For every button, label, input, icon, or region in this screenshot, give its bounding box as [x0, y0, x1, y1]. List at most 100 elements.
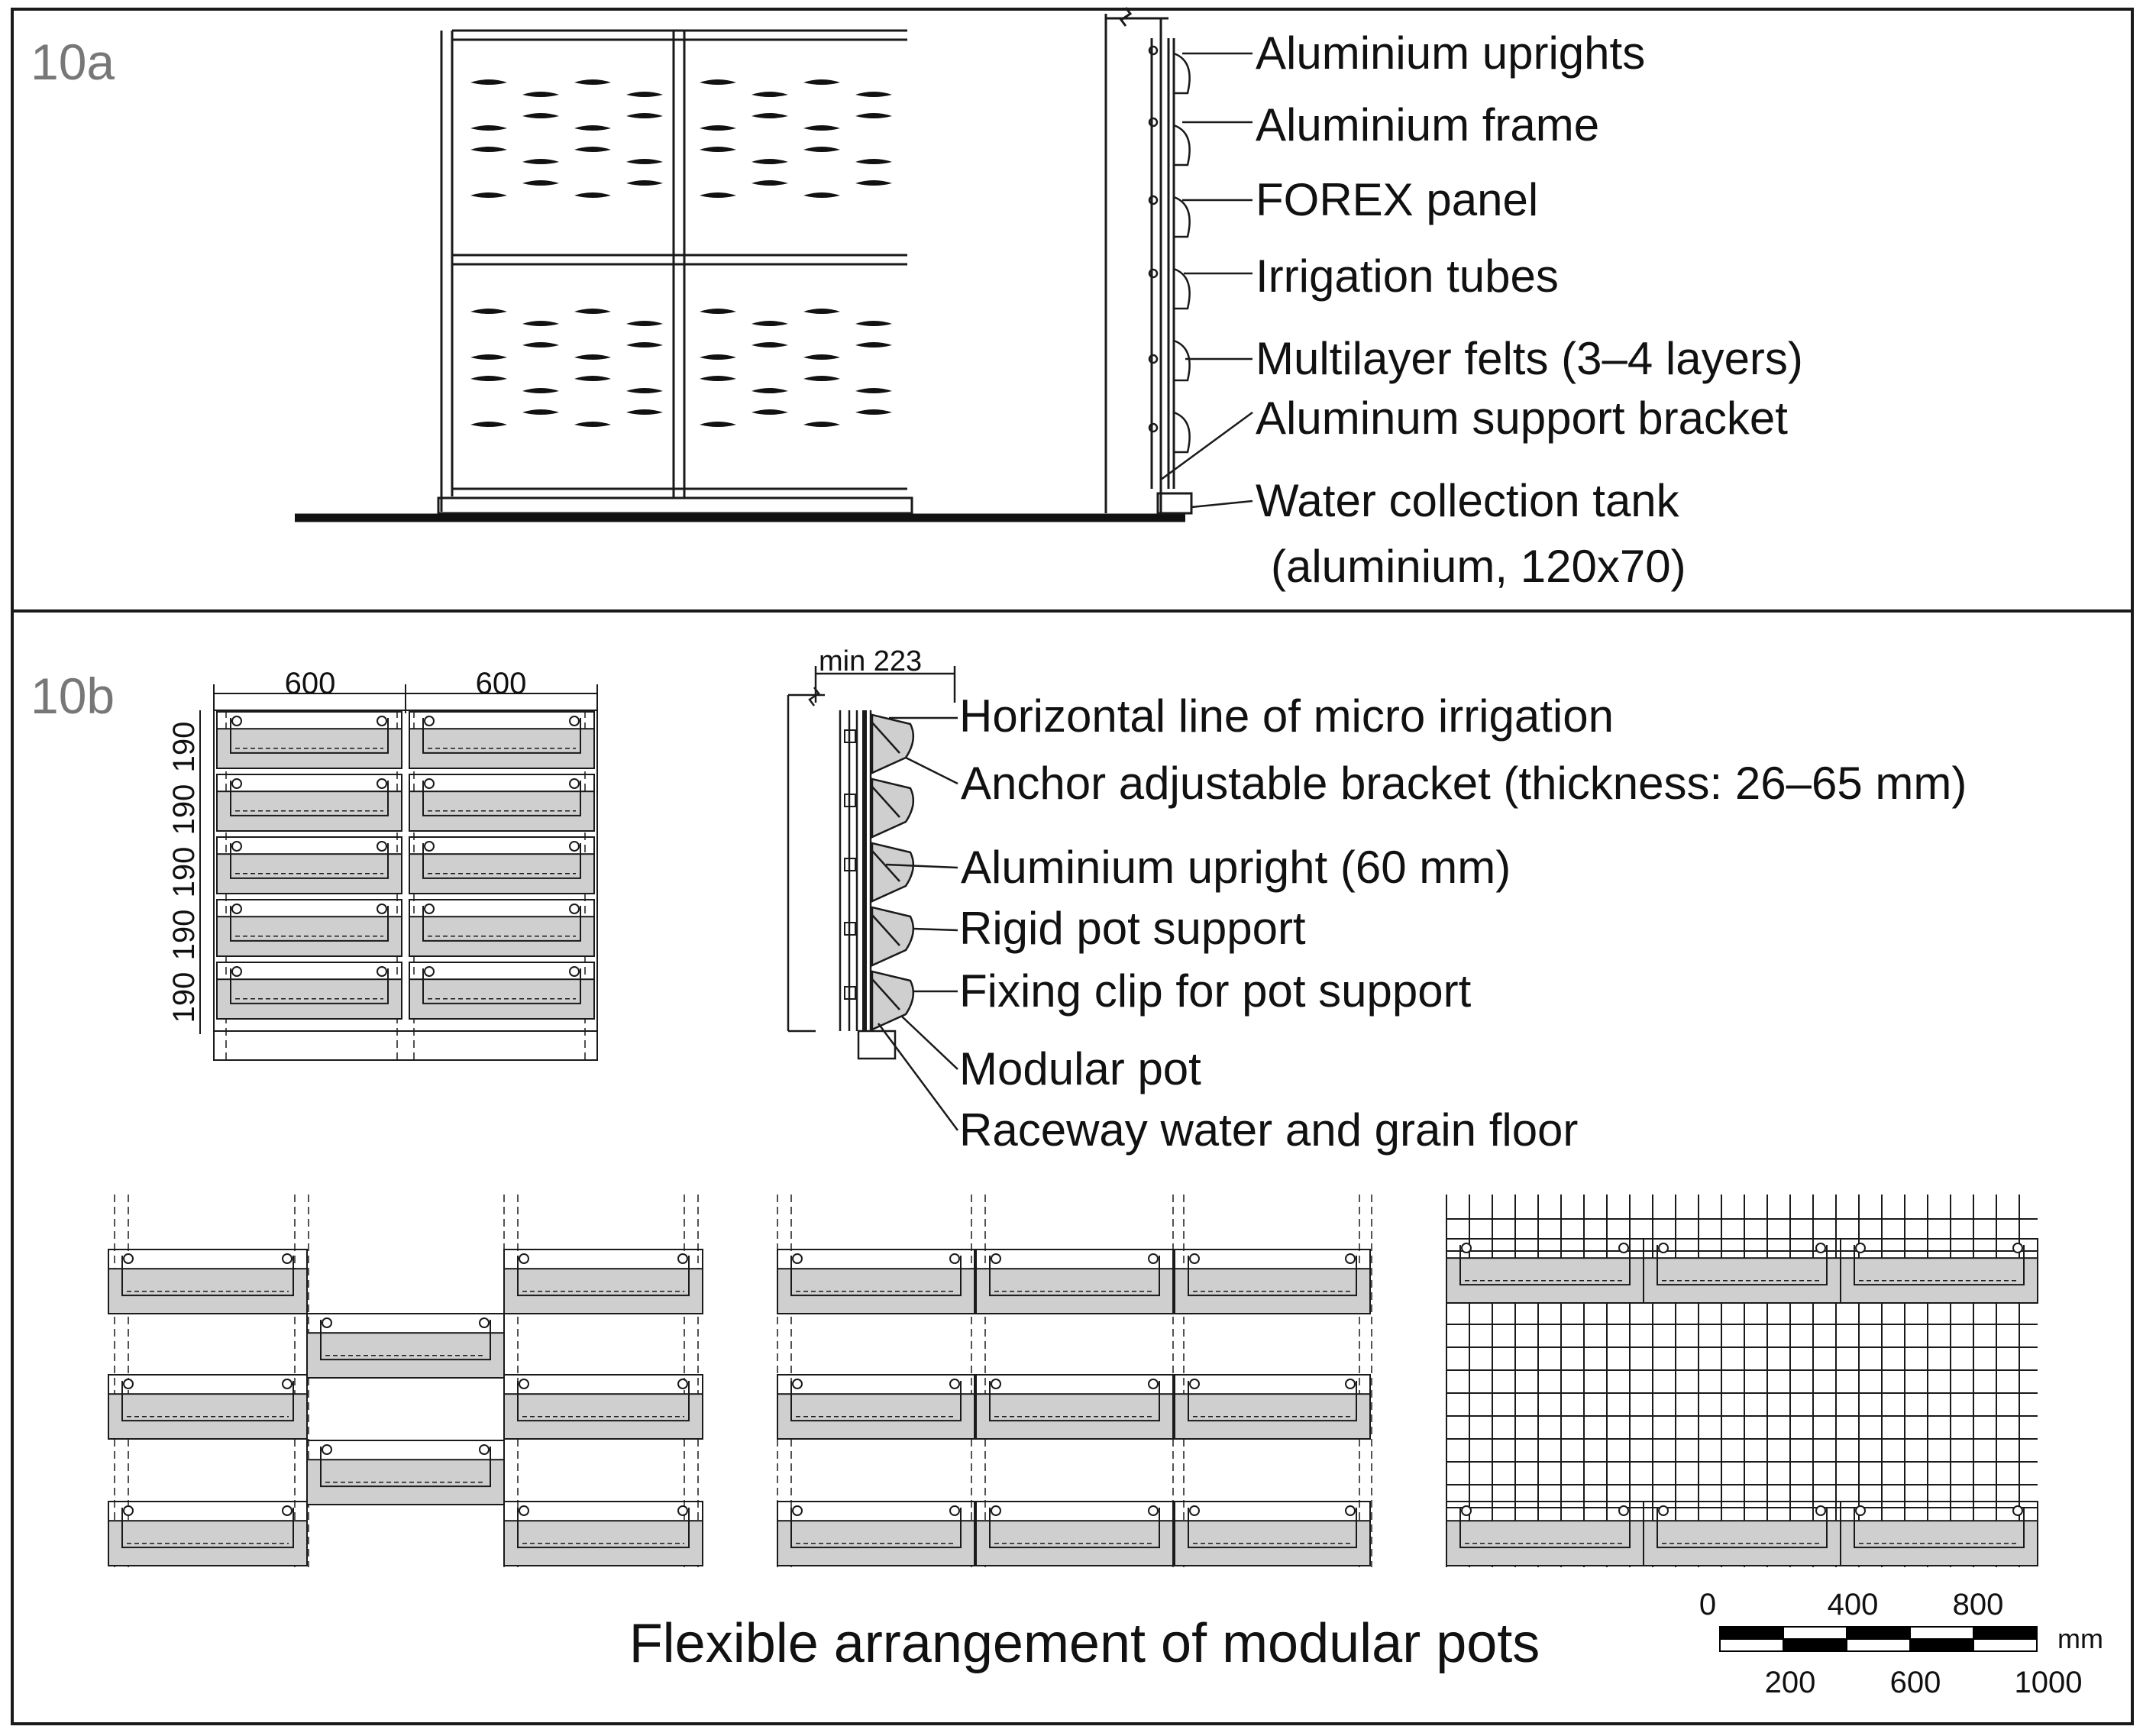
pot-hook: [792, 1379, 803, 1389]
felt-pocket-slot: [626, 92, 663, 97]
pot-hook: [1855, 1505, 1866, 1516]
pot-hook: [569, 841, 580, 852]
pot-hook: [123, 1253, 134, 1264]
scale-unit: mm: [2057, 1623, 2103, 1654]
irrigation-tube: [1148, 268, 1159, 279]
dim-width-1: 600: [285, 667, 336, 700]
felt-pocket-slot: [752, 342, 788, 348]
felt-pocket-slot: [626, 180, 663, 186]
pot-body: [216, 790, 402, 832]
felt-pocket-slot: [574, 309, 611, 314]
pot-liner: [790, 1256, 962, 1297]
pot-hook: [377, 778, 387, 789]
dim-width-2: 600: [476, 667, 527, 700]
felt-pocket-slot: [855, 159, 892, 164]
scale-tick-1000: 1000: [2015, 1666, 2083, 1699]
pot-hook: [231, 904, 242, 914]
dim-min-section: min 223: [819, 645, 922, 677]
pot-hook: [282, 1505, 293, 1516]
pot-hook: [1189, 1253, 1200, 1264]
felt-pocket-slot: [752, 159, 788, 164]
felt-pocket-slot: [574, 147, 611, 152]
label-aluminium-upright: Aluminium upright (60 mm): [961, 842, 1511, 893]
pot-hook: [1148, 1379, 1159, 1389]
pot-hook: [2012, 1243, 2023, 1253]
dim-height-4: 190: [167, 910, 201, 961]
pot-hook: [1345, 1379, 1356, 1389]
pot-hook: [519, 1505, 529, 1516]
scale-segment-top: [1719, 1626, 1784, 1640]
pot-liner: [517, 1381, 690, 1422]
section-pot-support: [871, 850, 900, 882]
scale-segment-top: [1973, 1626, 2038, 1640]
section-bracket: [844, 986, 856, 1000]
irrigation-tube: [1148, 45, 1159, 56]
arrangement-staggered: [108, 1195, 703, 1567]
section-pot: [871, 713, 915, 774]
pot-hook: [1345, 1253, 1356, 1264]
felt-pocket-slot: [470, 354, 507, 360]
pot-hook: [1148, 1505, 1159, 1516]
pot-hook: [949, 1505, 960, 1516]
felt-pocket-slot: [803, 79, 840, 85]
scale-tick-200: 200: [1765, 1666, 1816, 1699]
felt-pocket-slot: [626, 321, 663, 326]
panel-b: 10b 600 600 190 190 190 190 190: [31, 645, 2103, 1699]
section-pot: [871, 906, 915, 967]
dim-height-1: 190: [167, 722, 201, 773]
felt-pocket-slot: [803, 192, 840, 198]
pot-hook: [231, 716, 242, 726]
pot-liner: [320, 1447, 491, 1488]
pot-body: [409, 790, 595, 832]
panel-a-leaders: [1160, 52, 1253, 509]
scale-tick-600: 600: [1890, 1666, 1941, 1699]
pot-body: [216, 853, 402, 894]
felt-pocket-slot: [752, 113, 788, 118]
felt-pocket-slot: [470, 309, 507, 314]
pot-liner: [230, 968, 389, 1004]
scale-bar-segments: [1719, 1626, 2038, 1652]
pot-liner: [320, 1320, 491, 1361]
pot-hook: [677, 1379, 688, 1389]
pot-hook: [1189, 1379, 1200, 1389]
pot-body: [216, 728, 402, 770]
pot-hook: [377, 904, 387, 914]
front-dimension-text: 600 600 190 190 190 190 190: [167, 667, 526, 1023]
felt-pocket-slot: [626, 409, 663, 415]
pot-hook: [231, 778, 242, 789]
pot-hook: [677, 1253, 688, 1264]
pot-hook: [282, 1379, 293, 1389]
pot-liner: [422, 718, 581, 754]
pot-hook: [569, 904, 580, 914]
panel-a-id: 10a: [31, 34, 115, 90]
pot-hook: [322, 1444, 332, 1455]
pot-liner: [121, 1256, 294, 1297]
pot-liner: [1188, 1508, 1357, 1549]
felt-pocket-slot: [803, 125, 840, 131]
pot-liner: [121, 1381, 294, 1422]
pot-liner: [517, 1508, 690, 1549]
felt-pocket-slot: [803, 309, 840, 314]
pot-liner: [230, 781, 389, 816]
felt-pocket-slot: [470, 422, 507, 427]
pot-liner: [1459, 1245, 1631, 1286]
scale-tick-800: 800: [1953, 1588, 2004, 1621]
pot-hook: [377, 841, 387, 852]
section-bracket: [844, 794, 856, 807]
pot-hook: [792, 1505, 803, 1516]
pot-liner: [422, 843, 581, 879]
felt-pocket-slot: [574, 422, 611, 427]
section-bracket: [844, 729, 856, 743]
front-dimensions: [199, 684, 598, 1034]
pot-liner: [1188, 1256, 1357, 1297]
felt-pocket-profile: [1173, 196, 1191, 238]
scale-tick-0: 0: [1699, 1588, 1716, 1621]
felt-pocket-slot: [700, 147, 736, 152]
section-pot-support: [871, 786, 900, 818]
pot-liner: [1854, 1508, 2025, 1549]
felt-pocket-slots: [470, 79, 892, 427]
pot-body: [409, 853, 595, 894]
arrangement-trellis: [1446, 1195, 2038, 1567]
pot-hook: [991, 1253, 1001, 1264]
pot-hook: [1618, 1505, 1629, 1516]
